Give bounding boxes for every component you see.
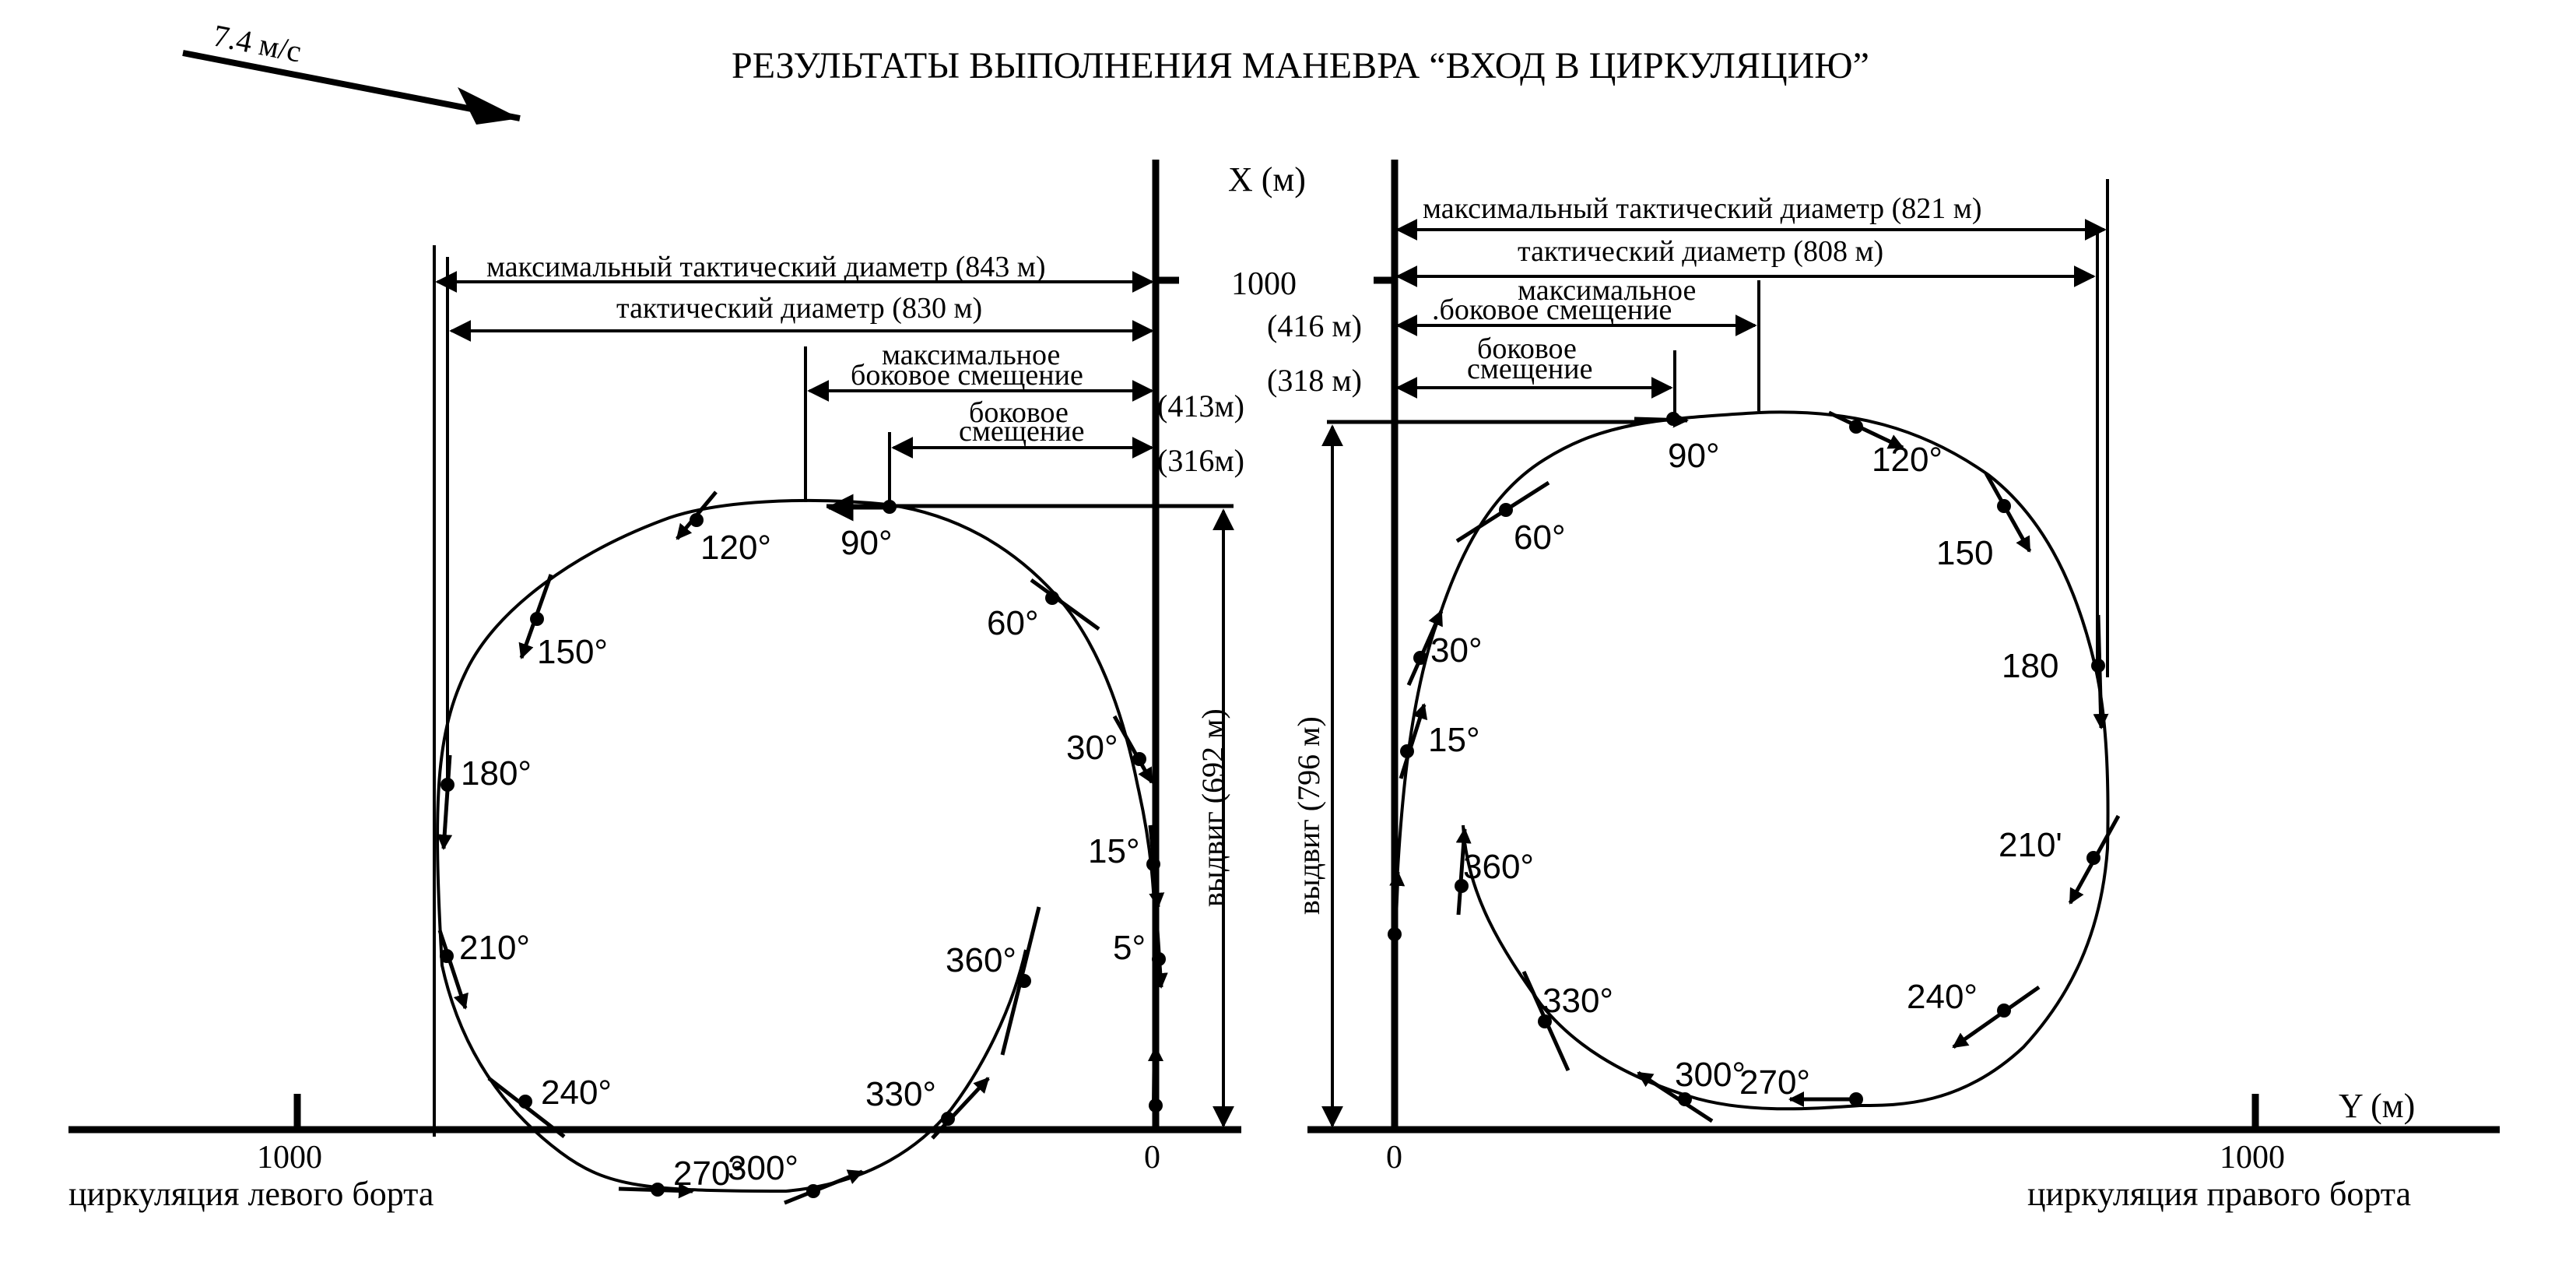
right-heading-210 [2068,814,2121,905]
left-angle-label-0: 120° [700,529,771,567]
left-angle-label-3: 150° [537,633,608,671]
right-angle-label-11: 300° [1675,1056,1746,1094]
left-heading-5 [1152,918,1168,989]
right-angle-label-10: 240° [1907,978,1978,1016]
left-max-lateral-value: (413м) [1157,388,1244,424]
left-angle-label-1: 90° [841,524,893,562]
left-lateral-label-2: смещение [959,415,1084,448]
tick-1000-left: 1000 [257,1140,322,1176]
left-angle-label-4: 30° [1066,729,1118,767]
left-max-lateral-label-1: максимальное [882,339,1060,371]
right-angle-label-7: 360° [1463,848,1534,886]
left-heading-210 [437,930,469,1010]
right-heading-90 [1634,412,1689,428]
right-max-lateral-value: (416 м) [1267,308,1362,343]
left-turning-circle [436,498,1157,1193]
right-angle-label-8: 210' [1999,826,2062,864]
left-heading-330 [931,1077,990,1140]
right-angle-label-12: 270° [1739,1063,1810,1102]
left-pt-90 [883,500,897,514]
wind-indicator: 7.4 м/с [182,18,521,125]
left-heading-360 [1000,906,1041,1056]
right-angle-label-3: 150 [1936,534,1993,572]
right-lateral-value: (318 м) [1267,363,1362,398]
right-heading-300 [1637,1070,1714,1123]
left-max-tactical-label: максимальный тактический диаметр (843 м) [486,251,1046,283]
y-axis-label: Y (м) [2339,1087,2415,1125]
right-heading-120 [1827,410,1904,450]
left-lateral-value: (316м) [1157,443,1244,478]
right-heading-330 [1521,970,1571,1072]
right-angle-label-4: 30° [1430,631,1483,670]
right-max-lateral-label-2: .боковое смещение [1432,294,1672,326]
tick-0-right: 0 [1386,1140,1402,1176]
right-heading-30 [1406,610,1444,687]
right-angle-label-1: 120° [1872,441,1943,479]
wind-arrow-head [458,87,520,125]
right-caption: циркуляция правого борта [2027,1175,2411,1213]
left-angle-label-8: 5° [1113,929,1146,967]
left-heading-240 [487,1077,566,1138]
left-angle-label-12: 270° [673,1155,744,1193]
right-angle-label-9: 330° [1542,982,1613,1020]
tick-1000-right: 1000 [2220,1140,2285,1176]
left-heading-270 [618,1183,694,1199]
right-angle-label-2: 60° [1514,518,1566,557]
wind-arrow [182,50,521,121]
left-angle-label-9: 210° [459,929,530,967]
left-tactical-label: тактический диаметр (830 м) [616,292,982,325]
tick-1000-x: 1000 [1231,266,1297,302]
left-angle-label-7: 360° [946,941,1016,979]
right-angle-label-5: 180 [2002,647,2058,685]
right-max-tactical-label: максимальный тактический диаметр (821 м) [1423,192,1982,225]
right-advance-label: выдвиг (796 м) [1291,716,1326,915]
right-heading-360 [1455,828,1472,916]
diagram-title: РЕЗУЛЬТАТЫ ВЫПОЛНЕНИЯ МАНЕВРА “ВХОД В ЦИ… [732,45,1869,86]
right-heading-60 [1455,480,1550,543]
right-max-lateral-label-1: максимальное [1518,274,1696,307]
right-heading-15 [1399,703,1428,779]
right-heading-240 [1952,985,2041,1049]
left-max-lateral-label-2: боковое смещение [851,359,1083,392]
left-heading-60 [1030,578,1100,631]
right-angle-label-6: 15° [1428,721,1480,759]
left-heading-300 [784,1169,864,1205]
right-tactical-label: тактический диаметр (808 м) [1518,235,1883,268]
right-heading-0 [1389,870,1406,982]
left-angle-label-13: 300° [728,1149,798,1187]
left-panel: максимальный тактический диаметр (843 м)… [433,245,1244,1205]
left-lateral-label-1: боковое [969,396,1069,429]
x-axis-label: X (м) [1228,160,1306,199]
left-angle-label-10: 240° [541,1074,612,1112]
left-heading-30 [1112,715,1154,784]
left-heading-150 [518,574,553,659]
right-panel: максимальный тактический диаметр (821 м)… [1267,179,2121,1131]
right-heading-150 [1984,472,2032,553]
right-lateral-label-2: смещение [1467,353,1592,385]
right-heading-180 [2093,614,2109,729]
left-angle-label-6: 15° [1088,832,1140,870]
left-caption: циркуляция левого борта [68,1175,433,1213]
right-lateral-label-1: боковое [1477,332,1577,365]
left-heading-120 [676,490,718,540]
left-angle-label-5: 180° [461,754,532,793]
right-angle-label-0: 90° [1668,437,1720,475]
left-heading-180 [437,754,453,850]
left-heading-15 [1148,824,1165,909]
left-angle-label-11: 330° [865,1075,936,1113]
left-advance-label: выдвиг (692 м) [1195,708,1230,907]
tick-0-left: 0 [1144,1140,1160,1176]
left-angle-label-2: 60° [987,604,1039,642]
